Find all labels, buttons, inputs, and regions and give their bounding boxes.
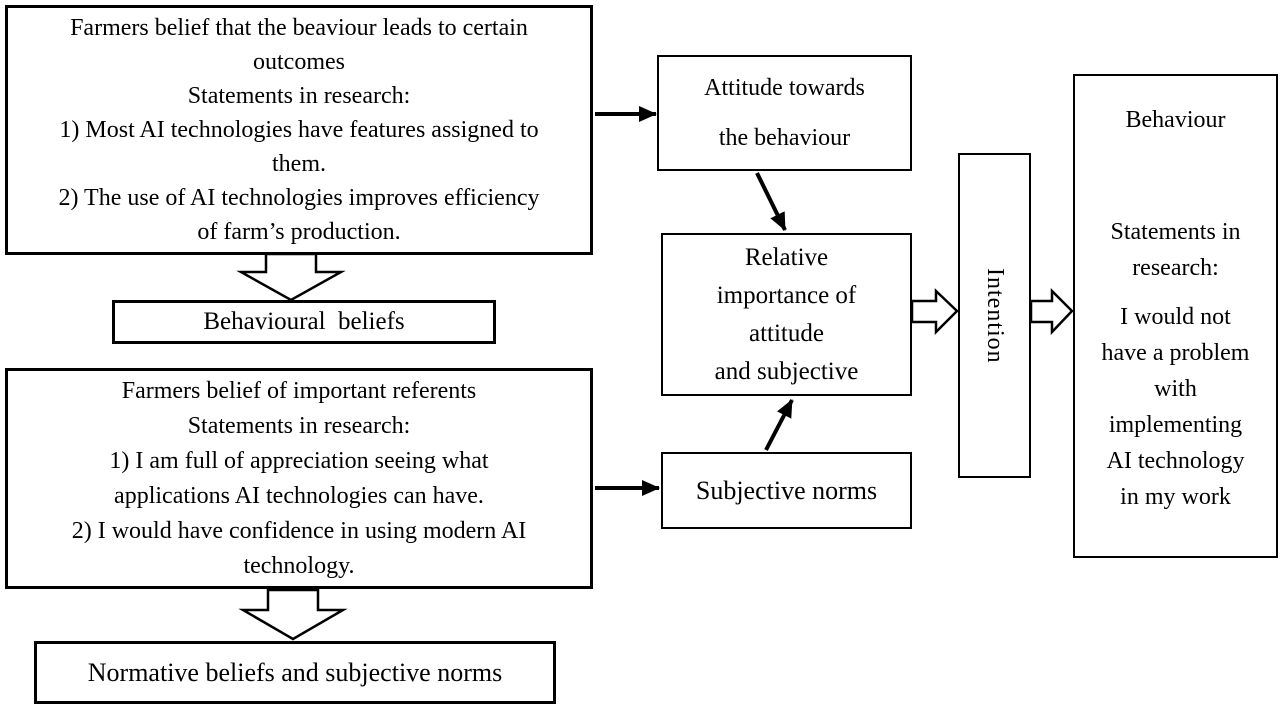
subjective-norms-label: Subjective norms bbox=[695, 475, 878, 505]
box-line: and subjective bbox=[714, 357, 859, 385]
box-line: attitude bbox=[749, 319, 824, 347]
box-line: applications AI technologies can have. bbox=[114, 482, 484, 509]
intention-label: Intention bbox=[982, 267, 1008, 364]
box-line: Statements in bbox=[1110, 219, 1241, 245]
box-line: Farmers belief that the beaviour leads t… bbox=[70, 15, 528, 41]
normative-beliefs-label: Normative beliefs and subjective norms bbox=[87, 657, 503, 687]
box-line: Statements in research: bbox=[187, 83, 411, 109]
box-line: Statements in research: bbox=[187, 412, 411, 439]
box-line: Farmers belief of important referents bbox=[121, 377, 477, 404]
hollow-arrow-intention-to-behaviour bbox=[1029, 287, 1074, 336]
box-line: have a problem bbox=[1101, 340, 1250, 366]
box-line: 2) I would have confidence in using mode… bbox=[71, 517, 527, 544]
subjective-norms-box: Subjective norms bbox=[661, 452, 912, 529]
behavioural-beliefs-source-box: Farmers belief that the beaviour leads t… bbox=[5, 5, 593, 255]
box-line: in my work bbox=[1120, 484, 1231, 510]
behaviour-box: Behaviour Statements in research: I woul… bbox=[1073, 74, 1278, 558]
box-line: the behaviour bbox=[718, 125, 851, 151]
box-line: 1) I am full of appreciation seeing what bbox=[109, 447, 489, 474]
box-line: AI technology bbox=[1106, 448, 1245, 474]
hollow-arrow-relative-to-intention bbox=[910, 288, 959, 336]
box-line: importance of bbox=[716, 281, 857, 309]
box-line: technology. bbox=[243, 552, 355, 579]
intention-box: Intention bbox=[958, 153, 1031, 478]
arrow-subjective-to-relative bbox=[764, 399, 794, 451]
hollow-arrow-referents-to-normative bbox=[238, 588, 348, 641]
box-line: Relative bbox=[744, 243, 829, 271]
box-line: research: bbox=[1132, 255, 1219, 281]
hollow-arrow-outcomes-to-behavioural-beliefs bbox=[236, 252, 346, 302]
box-line: them. bbox=[272, 151, 326, 177]
box-line: with bbox=[1154, 376, 1197, 402]
behavioural-beliefs-label: Behavioural beliefs bbox=[203, 308, 405, 335]
box-line: outcomes bbox=[253, 49, 345, 75]
normative-beliefs-source-box: Farmers belief of important referents St… bbox=[5, 368, 593, 589]
box-line: 2) The use of AI technologies improves e… bbox=[58, 185, 540, 211]
box-line: 1) Most AI technologies have features as… bbox=[59, 117, 539, 143]
box-line: Attitude towards bbox=[704, 75, 865, 101]
normative-beliefs-box: Normative beliefs and subjective norms bbox=[34, 641, 556, 704]
behaviour-title: Behaviour bbox=[1125, 107, 1226, 133]
box-line: implementing bbox=[1108, 412, 1243, 438]
box-line: of farm’s production. bbox=[197, 219, 401, 245]
box-line: I would not bbox=[1120, 304, 1231, 330]
attitude-box: Attitude towards the behaviour bbox=[657, 55, 912, 171]
behavioural-beliefs-box: Behavioural beliefs bbox=[112, 300, 496, 344]
relative-importance-box: Relative importance of attitude and subj… bbox=[661, 233, 912, 396]
arrow-attitude-to-relative bbox=[755, 172, 787, 231]
